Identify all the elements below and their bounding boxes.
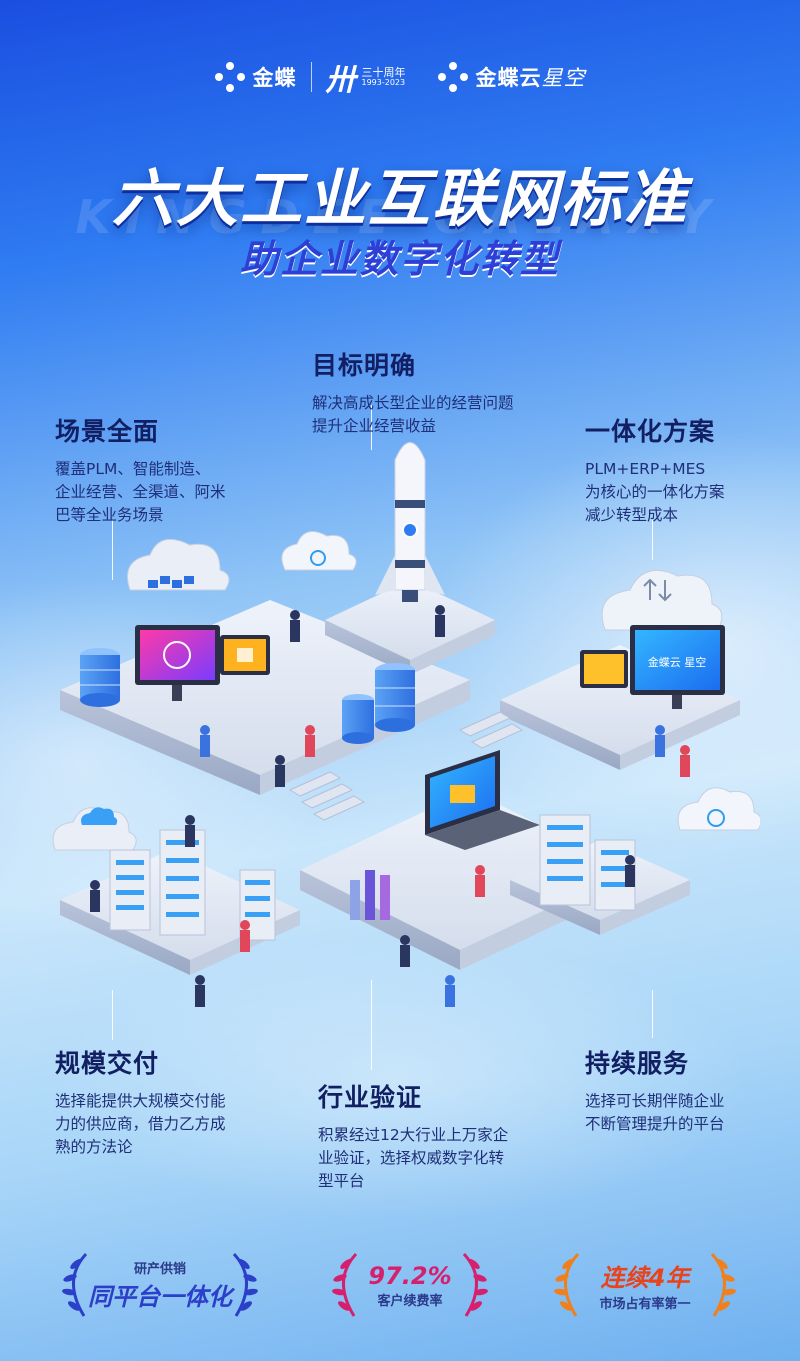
feature-scale: 规模交付 选择能提供大规模交付能 力的供应商，借力乙方成 熟的方法论: [55, 1044, 275, 1159]
laurel-left-icon: [62, 1252, 88, 1317]
kingdee-dots-icon: [214, 62, 245, 92]
feature-line: 业验证，选择权威数字化转: [318, 1149, 505, 1167]
award-caption: 客户续费率: [377, 1293, 443, 1309]
connector-line: [652, 990, 653, 1038]
feature-line: 型平台: [318, 1172, 365, 1190]
stairs: [288, 711, 524, 821]
page-title: 六大工业互联网标准: [111, 162, 688, 235]
database-stack-icon: [342, 694, 374, 744]
isometric-illustration: 金蝶云 星空: [52, 442, 760, 1007]
award-platform: 研产供销 同平台一体化: [50, 1240, 270, 1330]
award-headline: 连续4年: [600, 1264, 690, 1292]
header-logos: 金蝶 卅 三十周年 1993-2023 金蝶云星空: [0, 52, 800, 102]
bar-chart-icon: [350, 870, 390, 920]
anniversary-title: 三十周年: [361, 65, 406, 79]
feature-line: PLM+ERP+MES: [585, 460, 706, 478]
feature-line: 为核心的一体化方案: [585, 483, 725, 501]
monitor-brand-text: 金蝶云 星空: [648, 655, 707, 669]
feature-scene: 场景全面 覆盖PLM、智能制造、 企业经营、全渠道、阿米 巴等全业务场景: [55, 412, 275, 527]
award-headline: 同平台一体化: [88, 1283, 232, 1311]
award-market-share: 连续4年 市场占有率第一: [540, 1240, 750, 1330]
feature-title: 持续服务: [585, 1049, 690, 1078]
laurel-left-icon: [554, 1252, 580, 1317]
monitor-yellow: [580, 650, 628, 688]
feature-title: 场景全面: [55, 417, 160, 446]
page-subtitle: 助企业数字化转型: [239, 237, 560, 281]
feature-line: 积累经过12大行业上万家企: [318, 1126, 509, 1144]
laurel-right-icon: [232, 1252, 258, 1317]
feature-line: 力的供应商，借力乙方成: [55, 1115, 226, 1133]
anniversary-years: 1993-2023: [361, 77, 406, 87]
feature-title: 行业验证: [318, 1083, 423, 1112]
server-rack-icon: [539, 814, 591, 906]
connector-line: [112, 990, 113, 1040]
feature-title: 一体化方案: [585, 417, 716, 446]
monitor-brand: 金蝶云 星空: [630, 625, 725, 709]
database-stack-icon: [80, 648, 120, 707]
feature-line: 选择可长期伴随企业: [585, 1092, 725, 1110]
feature-line: 熟的方法论: [55, 1138, 133, 1156]
brand-name: 金蝶: [252, 66, 297, 90]
feature-line: 减少转型成本: [585, 506, 679, 524]
people-figures: [90, 605, 690, 1007]
rocket-icon: [375, 442, 445, 602]
cloud-icon: [601, 569, 723, 631]
connector-line: [112, 520, 113, 580]
cloud-icon: [127, 538, 230, 591]
connector-line: [371, 980, 372, 1070]
watermark-text: KINGDEE GALAXY: [75, 190, 725, 244]
feature-title: 规模交付: [55, 1049, 160, 1078]
rocket-platform: [325, 580, 495, 675]
server-rack-icon: [159, 829, 206, 936]
feature-industry: 行业验证 积累经过12大行业上万家企 业验证，选择权威数字化转 型平台: [318, 1078, 548, 1193]
award-caption: 市场占有率第一: [599, 1297, 691, 1312]
cloud-icon: [52, 807, 137, 851]
kingdee-dots-icon: [437, 62, 468, 92]
sync-cloud-icon: [281, 531, 357, 571]
laurel-right-icon: [710, 1252, 736, 1317]
laptop-icon: [425, 750, 540, 850]
monitor-pink: [135, 625, 220, 701]
feature-line: 解决高成长型企业的经营问题: [312, 394, 514, 412]
feature-title: 目标明确: [312, 351, 417, 380]
feature-service: 持续服务 选择可长期伴随企业 不断管理提升的平台: [585, 1044, 785, 1136]
award-caption: 研产供销: [133, 1262, 186, 1277]
award-renewal: 97.2% 客户续费率: [320, 1240, 500, 1330]
database-stack-icon: [375, 663, 415, 732]
feature-line: 提升企业经营收益: [312, 417, 437, 435]
laurel-left-icon: [332, 1252, 358, 1317]
laurel-right-icon: [462, 1252, 488, 1317]
cloud-brand-name: 金蝶云星空: [475, 66, 586, 90]
monitor-orange: [220, 635, 270, 675]
feature-target: 目标明确 解决高成长型企业的经营问题 提升企业经营收益: [312, 346, 592, 438]
awards-row: 研产供销 同平台一体化 97.2% 客户续费率 连续4年 市场占有率第一: [0, 1240, 800, 1330]
feature-line: 企业经营、全渠道、阿米: [55, 483, 226, 501]
anniversary-badge: 卅 三十周年 1993-2023: [326, 55, 406, 99]
feature-line: 巴等全业务场景: [55, 506, 164, 524]
connector-line: [652, 520, 653, 560]
feature-line: 不断管理提升的平台: [585, 1115, 725, 1133]
connector-line: [371, 405, 372, 450]
feature-line: 覆盖PLM、智能制造、: [55, 460, 211, 478]
server-rack-icon: [109, 849, 151, 931]
award-headline: 97.2%: [368, 1261, 452, 1290]
anniversary-mark: 卅: [325, 63, 356, 98]
kingdee-logo: 金蝶: [214, 62, 297, 92]
logo-divider: [310, 62, 312, 92]
feature-line: 选择能提供大规模交付能: [55, 1092, 226, 1110]
kingdee-cloud-galaxy-logo: 金蝶云星空: [437, 62, 586, 92]
sync-cloud-icon: [677, 787, 760, 831]
feature-solution: 一体化方案 PLM+ERP+MES 为核心的一体化方案 减少转型成本: [585, 412, 785, 527]
